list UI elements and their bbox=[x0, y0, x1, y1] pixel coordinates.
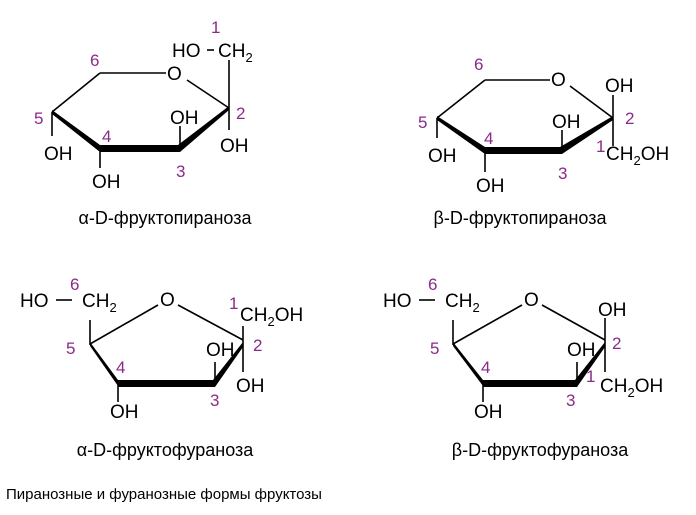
wedge-bond bbox=[178, 106, 229, 152]
carbon-number: 2 bbox=[625, 109, 634, 128]
ring-oxygen: O bbox=[167, 64, 182, 85]
wedge-bond bbox=[453, 342, 483, 386]
carbon-number: 1 bbox=[596, 137, 605, 156]
ho-label: HO bbox=[383, 291, 412, 312]
ch2-label: CH2 bbox=[82, 291, 117, 315]
carbon-number: 4 bbox=[484, 129, 493, 148]
carbon-number: 3 bbox=[566, 391, 575, 410]
carbon-number: 4 bbox=[102, 127, 111, 146]
carbon-number: 5 bbox=[34, 109, 43, 128]
carbon-number: 3 bbox=[210, 391, 219, 410]
oh-c4: OH bbox=[474, 402, 503, 423]
structure-label: α-D-фруктофураноза bbox=[77, 440, 255, 460]
ch2-label: CH2 bbox=[218, 41, 253, 65]
ch2-label: CH2 bbox=[445, 291, 480, 315]
bold-bond bbox=[483, 380, 577, 387]
ch2oh-label: CH2OH bbox=[606, 144, 669, 168]
wedge-bond bbox=[90, 342, 118, 386]
carbon-number: 1 bbox=[229, 294, 238, 313]
wedge-bond bbox=[52, 110, 100, 152]
ho-label: HO bbox=[20, 291, 49, 312]
figure-caption: Пиранозные и фуранозные формы фруктозы bbox=[6, 486, 322, 503]
oh-c2: OH bbox=[598, 300, 627, 321]
carbon-number: 1 bbox=[211, 18, 220, 37]
wedge-bond bbox=[560, 116, 613, 154]
carbon-number: 1 bbox=[586, 367, 595, 386]
bold-bond bbox=[485, 147, 562, 154]
carbon-number: 5 bbox=[66, 339, 75, 358]
ho-label: HO bbox=[172, 41, 201, 62]
carbon-number: 4 bbox=[481, 358, 490, 377]
oh-c4: OH bbox=[476, 176, 505, 197]
ring-oxygen: O bbox=[160, 290, 175, 311]
carbon-number: 2 bbox=[236, 104, 245, 123]
ch2oh-label: CH2OH bbox=[600, 376, 663, 400]
wedge-bond bbox=[437, 116, 485, 154]
oh-c3: OH bbox=[170, 108, 199, 129]
carbon-number: 4 bbox=[116, 358, 125, 377]
oh-c2: OH bbox=[605, 76, 634, 97]
oh-c5: OH bbox=[428, 146, 457, 167]
structure-label: β-D-фруктопираноза bbox=[434, 208, 608, 228]
structure-label: β-D-фруктофураноза bbox=[452, 440, 630, 460]
ch2oh-label: CH2OH bbox=[240, 305, 303, 329]
alpha-fructofuranose: O HO CH2 CH2OH OH OH OH 1 2 3 4 5 6 α-D-… bbox=[20, 275, 303, 460]
carbon-number: 2 bbox=[612, 334, 621, 353]
oh-c4: OH bbox=[110, 402, 139, 423]
carbon-number: 3 bbox=[176, 162, 185, 181]
beta-fructofuranose: O HO CH2 OH CH2OH OH OH 1 2 3 4 5 6 β-D-… bbox=[383, 275, 663, 460]
oh-c2: OH bbox=[236, 376, 265, 397]
structure-label: α-D-фруктопираноза bbox=[79, 208, 253, 228]
carbon-number: 6 bbox=[474, 55, 483, 74]
oh-c3: OH bbox=[206, 340, 235, 361]
oh-c5: OH bbox=[44, 144, 73, 165]
oh-c2: OH bbox=[220, 136, 249, 157]
carbon-number: 6 bbox=[90, 51, 99, 70]
carbon-number: 3 bbox=[558, 164, 567, 183]
carbon-number: 6 bbox=[428, 275, 437, 294]
carbon-number: 5 bbox=[430, 339, 439, 358]
wedge-bond bbox=[575, 342, 605, 387]
carbon-number: 2 bbox=[253, 336, 262, 355]
bold-bond bbox=[100, 145, 180, 152]
oh-c3: OH bbox=[552, 112, 581, 133]
oh-c4: OH bbox=[92, 172, 121, 193]
oh-c3: OH bbox=[567, 340, 596, 361]
ring-oxygen: O bbox=[551, 70, 566, 91]
ring-oxygen: O bbox=[524, 290, 539, 311]
carbon-number: 6 bbox=[70, 275, 79, 294]
wedge-bond bbox=[213, 342, 243, 387]
alpha-fructopyranose: O HO CH2 OH OH OH OH 1 2 3 4 5 6 α-D-фру… bbox=[34, 18, 253, 228]
carbon-number: 5 bbox=[418, 113, 427, 132]
beta-fructopyranose: O OH CH2OH OH OH OH 1 2 3 4 5 6 β-D-фрук… bbox=[418, 55, 669, 228]
bold-bond bbox=[118, 380, 215, 387]
